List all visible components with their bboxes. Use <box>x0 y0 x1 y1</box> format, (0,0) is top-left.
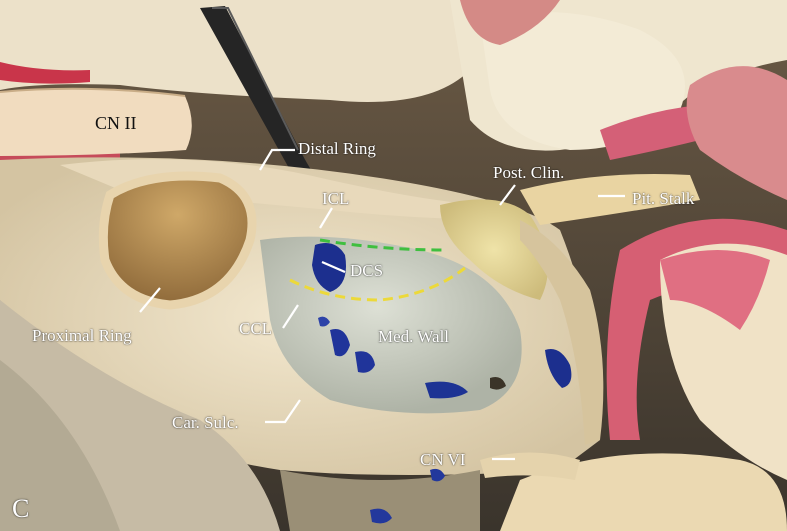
label-cn-vi: CN VI <box>420 450 466 469</box>
label-ccl: CCL <box>239 319 273 338</box>
label-pituitary-stalk: Pit. Stalk <box>632 189 695 208</box>
label-proximal-ring: Proximal Ring <box>32 326 132 345</box>
label-icl: ICL <box>322 189 350 208</box>
label-carotid-sulcus: Car. Sulc. <box>172 413 239 432</box>
label-distal-ring: Distal Ring <box>298 139 376 158</box>
panel-letter: C <box>12 494 30 523</box>
label-dcs: DCS <box>350 261 384 280</box>
label-medial-wall: Med. Wall <box>378 327 450 346</box>
label-posterior-clinoid: Post. Clin. <box>493 163 565 182</box>
label-cn-ii: CN II <box>95 113 137 133</box>
